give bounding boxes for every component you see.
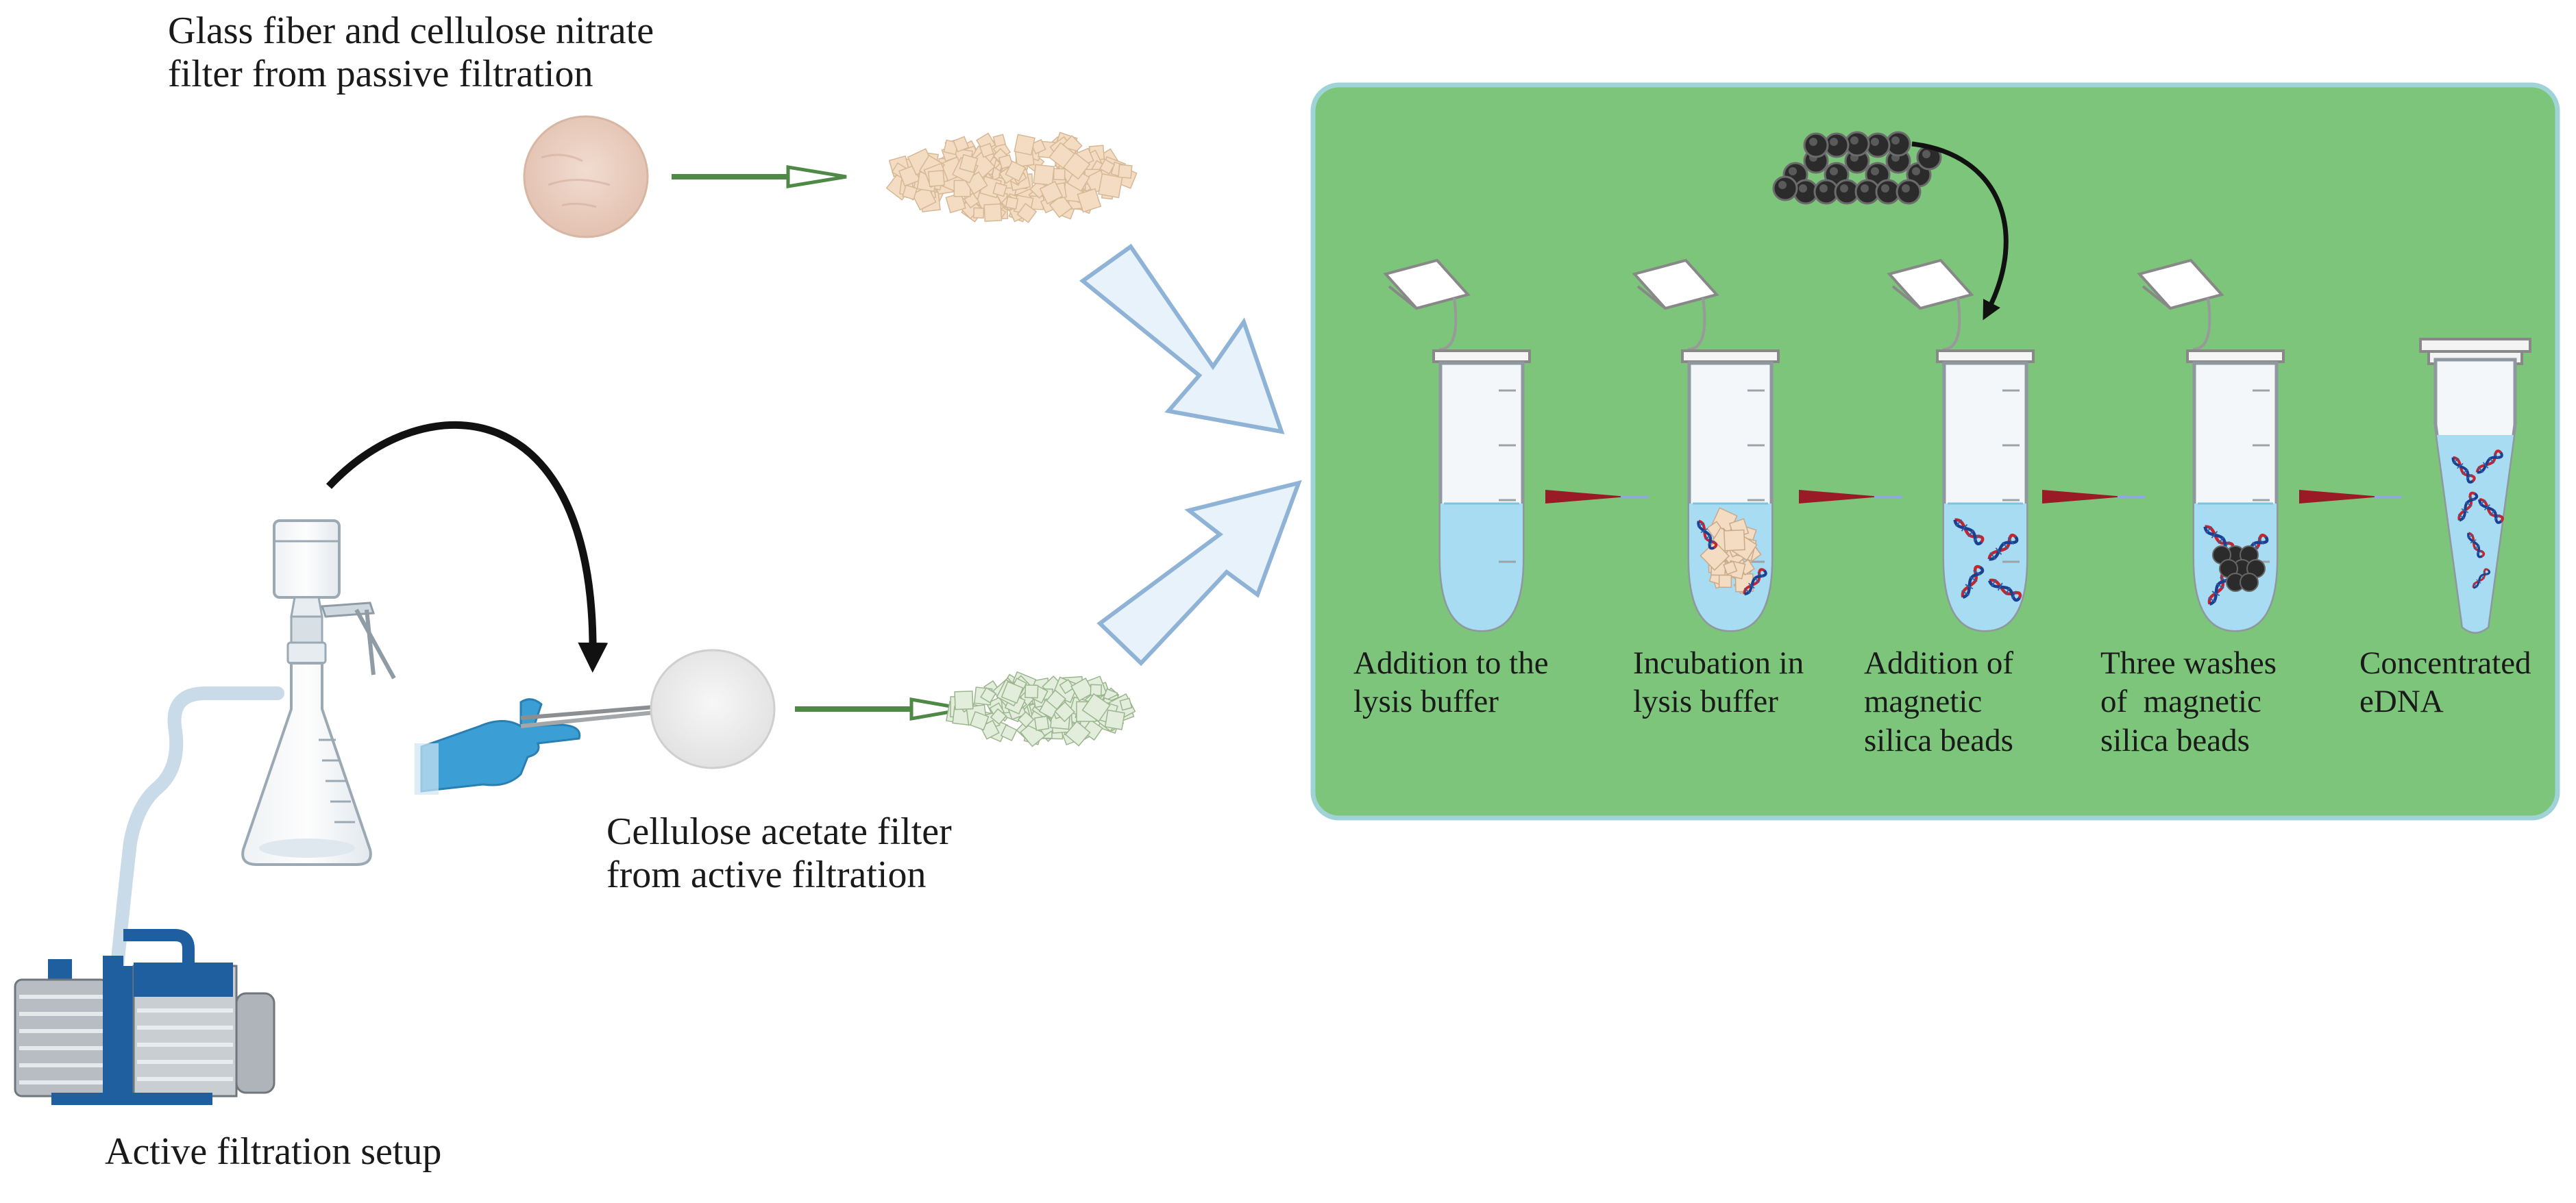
big-arrow-upper — [1079, 243, 1285, 434]
filter-fragments-green-icon — [946, 671, 1136, 747]
dna-icon — [2478, 498, 2504, 524]
step-label-2: Incubation in lysis buffer — [1633, 645, 1804, 720]
filter-fragments-beige-icon — [885, 132, 1138, 223]
dna-icon — [1961, 565, 1985, 599]
big-arrow-lower — [1096, 480, 1302, 667]
magnetic-beads-cluster-icon — [1772, 131, 1942, 205]
step-label-4: Three washes of magnetic silica beads — [2100, 645, 2277, 758]
active-filter-label: Cellulose acetate filter from active fil… — [606, 810, 952, 896]
step-arrow — [2042, 490, 2124, 504]
dna-icon — [1697, 519, 1718, 550]
dna-icon — [2472, 568, 2491, 589]
microtube-icon — [1383, 258, 1531, 632]
microtube-icon — [1632, 258, 1780, 632]
passive-filter-label: Glass fiber and cellulose nitrate filter… — [168, 10, 654, 95]
filtration-flask-icon — [241, 519, 396, 866]
step-label-5: Concentrated eDNA — [2359, 645, 2531, 720]
microtube-icon — [1887, 258, 2035, 632]
dna-icon — [1987, 533, 2019, 561]
active-filter-disc-icon — [650, 649, 776, 769]
curved-arrow-black — [326, 421, 609, 673]
step-arrow — [1799, 490, 1881, 504]
microtube-icon — [2137, 258, 2285, 632]
dna-icon — [1953, 518, 1985, 546]
dna-icon — [1988, 578, 2022, 602]
dna-icon — [2457, 491, 2479, 522]
dna-icon — [2467, 532, 2486, 558]
vacuum-tubing — [110, 686, 284, 980]
dna-icon — [2475, 449, 2503, 474]
final-microtube-icon — [2419, 338, 2531, 634]
vacuum-pump-icon — [14, 929, 275, 1105]
step-arrow — [1545, 490, 1628, 504]
step-arrow — [2299, 490, 2381, 504]
green-arrow-bottom — [795, 697, 967, 721]
curved-arrow-beads — [1911, 141, 2009, 321]
step-label-3: Addition of magnetic silica beads — [1864, 645, 2014, 758]
dna-icon — [1743, 568, 1767, 596]
passive-filter-disc-icon — [523, 115, 649, 238]
active-setup-label: Active filtration setup — [105, 1130, 442, 1173]
green-arrow-top — [672, 165, 847, 188]
dna-icon — [2451, 456, 2476, 484]
gloved-hand-tweezers-icon — [415, 698, 655, 795]
step-label-1: Addition to the lysis buffer — [1353, 645, 1549, 720]
process-panel — [1310, 82, 2560, 821]
tube-row — [1383, 258, 2531, 634]
